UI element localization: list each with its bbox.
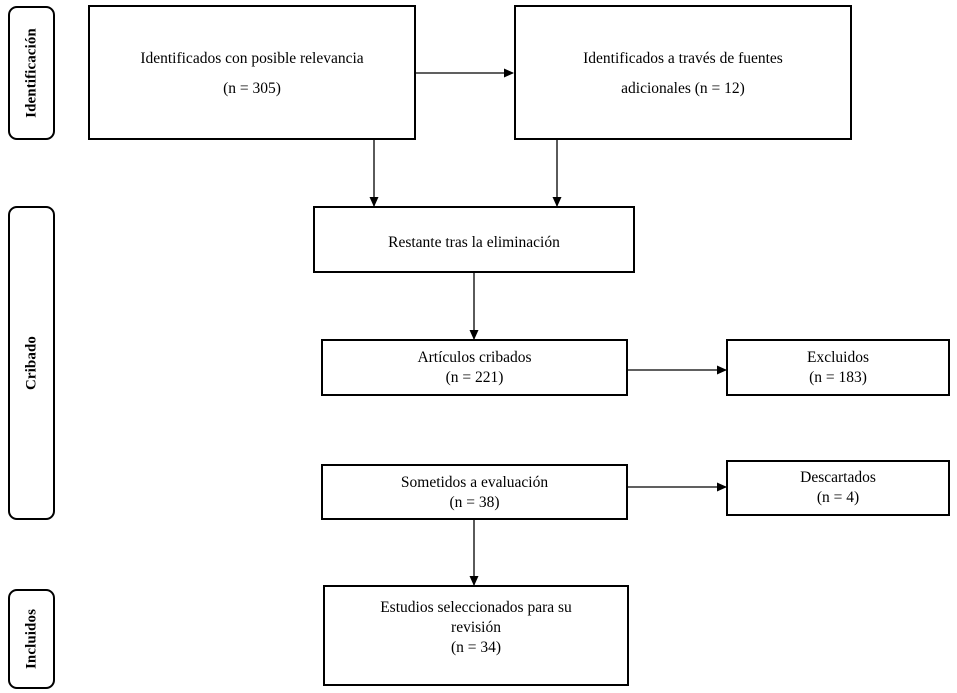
box-included-label-line2: revisión	[451, 619, 501, 636]
box-screened-label: Artículos cribados	[417, 349, 532, 366]
box-discarded-label: Descartados	[800, 469, 876, 486]
box-included-label-line1: Estudios seleccionados para su	[380, 599, 572, 616]
box-identified-label: Identificados con posible relevancia	[140, 50, 364, 67]
phase-identificacion: Identificación	[8, 6, 55, 140]
box-identified-count: (n = 305)	[223, 80, 281, 97]
box-discarded-count: (n = 4)	[816, 489, 860, 506]
box-additional: Identificados a través de fuentes adicio…	[514, 5, 852, 140]
box-screened: Artículos cribados (n = 221)	[321, 339, 628, 396]
box-identified: Identificados con posible relevancia (n …	[88, 5, 416, 140]
box-discarded: Descartados (n = 4)	[726, 460, 950, 516]
box-included-count: (n = 34)	[450, 639, 502, 656]
box-assessed-label: Sometidos a evaluación	[400, 474, 549, 491]
box-additional-label-line1: Identificados a través de fuentes	[583, 50, 783, 67]
phase-cribado: Cribado	[8, 206, 55, 520]
box-additional-label-line2: adicionales (n = 12)	[621, 80, 745, 97]
phase-incluidos-label: Incluidos	[23, 608, 39, 670]
box-screened-count: (n = 221)	[445, 369, 504, 386]
box-excluded: Excluidos (n = 183)	[726, 339, 950, 396]
box-remaining-label: Restante tras la eliminación	[388, 234, 560, 251]
box-included: Estudios seleccionados para su revisión …	[323, 585, 629, 686]
box-excluded-count: (n = 183)	[809, 369, 867, 386]
box-assessed-count: (n = 38)	[449, 494, 500, 511]
box-assessed: Sometidos a evaluación (n = 38)	[321, 464, 628, 520]
box-excluded-label: Excluidos	[807, 349, 869, 366]
box-remaining: Restante tras la eliminación	[313, 206, 635, 273]
phase-incluidos: Incluidos	[8, 589, 55, 689]
phase-cribado-label: Cribado	[23, 335, 39, 391]
phase-identificacion-label: Identificación	[23, 28, 39, 118]
